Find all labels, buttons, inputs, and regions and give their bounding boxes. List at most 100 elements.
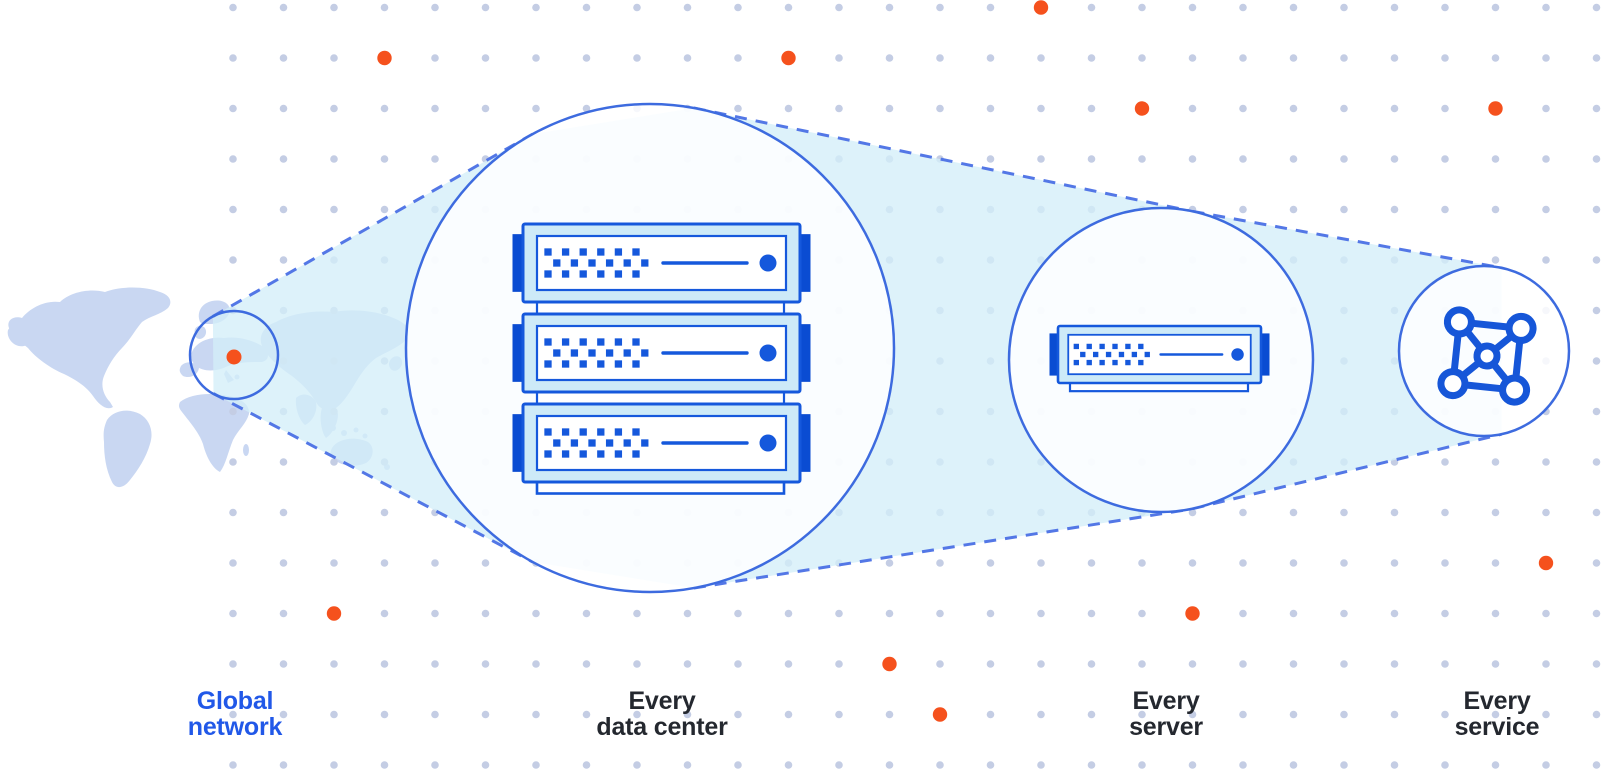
grid-dot bbox=[784, 3, 793, 12]
grid-dot bbox=[1542, 54, 1550, 62]
grid-dot bbox=[1592, 256, 1601, 264]
grid-dot bbox=[330, 458, 338, 466]
grid-dot bbox=[1491, 54, 1500, 62]
grid-dot bbox=[1542, 609, 1550, 618]
grid-dot bbox=[1138, 54, 1146, 62]
grid-dot bbox=[1542, 104, 1550, 113]
orange-accent-dot bbox=[377, 50, 392, 66]
grid-dot bbox=[380, 609, 389, 618]
grid-dot bbox=[683, 54, 692, 62]
vent-square bbox=[605, 439, 614, 447]
grid-dot bbox=[1138, 559, 1146, 567]
grid-dot bbox=[1390, 155, 1399, 163]
grid-dot bbox=[1289, 609, 1298, 618]
vent-square bbox=[1118, 351, 1125, 358]
vent-square bbox=[561, 270, 570, 278]
grid-dot bbox=[380, 660, 389, 668]
orange-accent-dot bbox=[326, 606, 342, 621]
grid-dot bbox=[1037, 609, 1045, 618]
grid-dot bbox=[1087, 155, 1096, 163]
grid-dot bbox=[734, 660, 742, 668]
vent-square bbox=[623, 259, 631, 267]
grid-dot bbox=[1491, 155, 1500, 163]
vent-square bbox=[570, 439, 579, 447]
grid-dot bbox=[229, 104, 237, 113]
grid-dot bbox=[431, 761, 439, 769]
vent-square bbox=[1086, 359, 1092, 366]
mesh-node-bottom-right bbox=[1499, 374, 1531, 406]
grid-dot bbox=[1390, 54, 1399, 62]
grid-dot bbox=[1289, 104, 1298, 113]
vent-square bbox=[1138, 359, 1144, 366]
grid-dot bbox=[279, 104, 288, 113]
vent-square bbox=[1086, 343, 1092, 350]
vent-square bbox=[561, 450, 570, 458]
grid-dot bbox=[1491, 609, 1500, 618]
grid-dot bbox=[1390, 660, 1399, 668]
grid-dot bbox=[279, 3, 288, 12]
grid-dot bbox=[229, 508, 237, 517]
grid-dot bbox=[1441, 609, 1449, 618]
grid-dot bbox=[481, 710, 490, 719]
grid-dot bbox=[885, 54, 894, 62]
server-led-dot bbox=[759, 344, 777, 362]
vent-square bbox=[632, 360, 640, 368]
grid-dot bbox=[1340, 761, 1348, 769]
grid-dot bbox=[1138, 155, 1146, 163]
grid-dot bbox=[1340, 155, 1348, 163]
grid-dot bbox=[1592, 155, 1601, 163]
grid-dot bbox=[1491, 761, 1500, 769]
grid-dot bbox=[481, 609, 490, 618]
grid-dot bbox=[1239, 660, 1247, 668]
grid-dot bbox=[229, 407, 237, 416]
vent-square bbox=[561, 428, 570, 436]
grid-dot bbox=[279, 155, 288, 163]
vent-square bbox=[1080, 351, 1086, 358]
grid-dot bbox=[330, 710, 338, 719]
grid-dot bbox=[532, 104, 540, 113]
grid-dot bbox=[633, 660, 641, 668]
grid-dot bbox=[1188, 54, 1197, 62]
grid-dot bbox=[936, 104, 944, 113]
grid-dot bbox=[582, 54, 591, 62]
grid-dot bbox=[633, 54, 641, 62]
grid-dot bbox=[1390, 710, 1399, 719]
grid-dot bbox=[1340, 559, 1348, 567]
label-every-service: Every service bbox=[1454, 687, 1540, 741]
grid-dot bbox=[229, 710, 237, 719]
grid-dot bbox=[1390, 559, 1399, 567]
grid-dot bbox=[279, 205, 288, 214]
grid-dot bbox=[1592, 508, 1601, 517]
grid-dot bbox=[1542, 508, 1550, 517]
grid-dot bbox=[481, 104, 490, 113]
grid-dot bbox=[279, 256, 288, 264]
grid-dot bbox=[1592, 306, 1601, 315]
grid-dot bbox=[582, 660, 591, 668]
vent-square bbox=[561, 248, 570, 256]
orange-accent-dot bbox=[1134, 101, 1150, 116]
grid-dot bbox=[279, 559, 288, 567]
mesh-node-bottom-left bbox=[1437, 368, 1469, 400]
server-led-dot bbox=[1231, 348, 1244, 361]
grid-dot bbox=[431, 3, 439, 12]
grid-dot bbox=[1239, 205, 1247, 214]
vent-square bbox=[579, 360, 587, 368]
vent-square bbox=[597, 338, 605, 346]
grid-dot bbox=[330, 104, 338, 113]
grid-dot bbox=[734, 104, 742, 113]
grid-dot bbox=[1188, 761, 1197, 769]
grid-dot bbox=[986, 761, 995, 769]
vent-square bbox=[544, 338, 552, 346]
grid-dot bbox=[481, 761, 490, 769]
grid-dot bbox=[1390, 104, 1399, 113]
vent-square bbox=[570, 259, 579, 267]
grid-dot bbox=[1188, 3, 1197, 12]
vent-square bbox=[614, 248, 623, 256]
grid-dot bbox=[229, 3, 237, 12]
orange-accent-dot bbox=[781, 50, 796, 66]
grid-dot bbox=[1441, 559, 1449, 567]
vent-square bbox=[561, 338, 570, 346]
grid-dot bbox=[279, 609, 288, 618]
grid-dot bbox=[1340, 3, 1348, 12]
label-global-network: Global network bbox=[187, 687, 283, 741]
